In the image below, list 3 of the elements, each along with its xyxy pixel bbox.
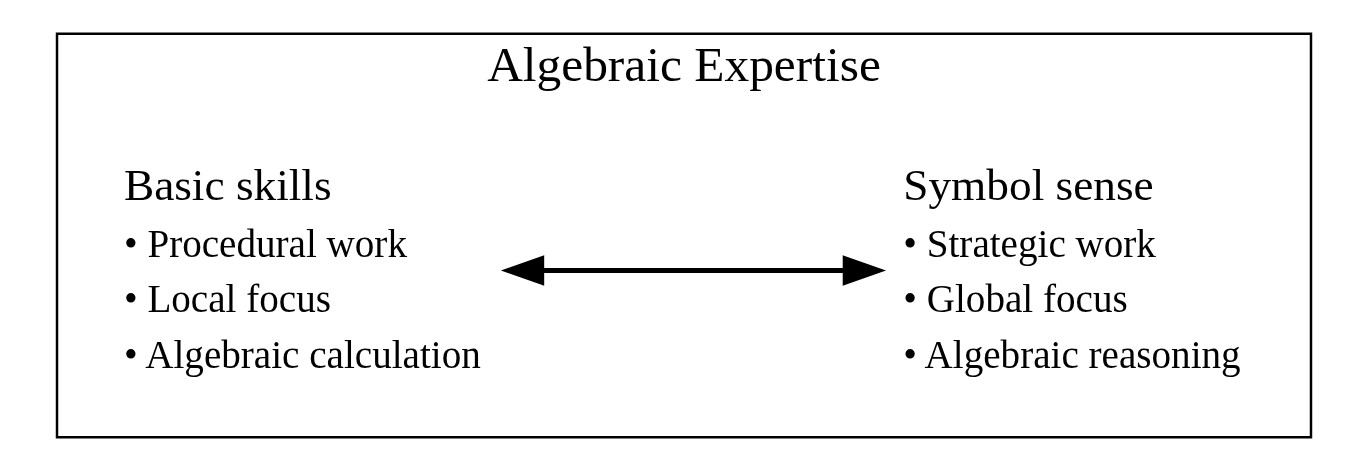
node-text: Symbol sense • Strategic work • Global focus • Algebraic reasoning	[902, 159, 1241, 376]
arrow	[500, 254, 886, 286]
node-text: Basic skills • Procedural work • Local focus • Algebraic calculation	[123, 159, 481, 376]
